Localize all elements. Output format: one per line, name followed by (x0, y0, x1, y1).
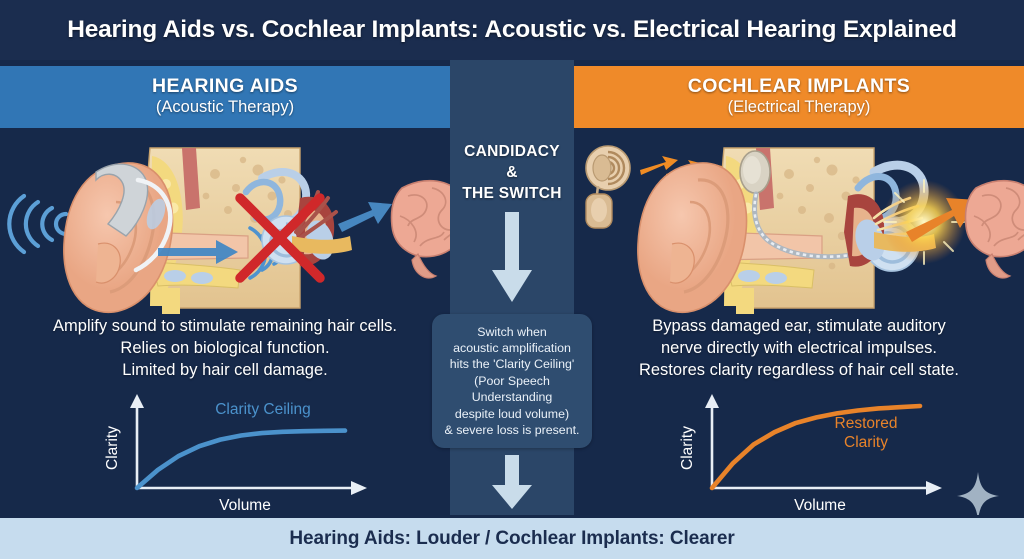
x-axis-arrowhead (926, 481, 942, 495)
switch-line-4: (Poor Speech (474, 373, 550, 388)
sound-waves-icon (7, 193, 69, 255)
candidacy-title-line-1: CANDIDACY (464, 143, 560, 160)
chart-xlabel: Volume (794, 497, 846, 514)
page-title: Hearing Aids vs. Cochlear Implants: Acou… (67, 16, 957, 43)
chart-axes (135, 400, 359, 490)
hearing-aids-desc-line-3: Limited by hair cell damage. (122, 360, 328, 379)
chart-curve (709, 403, 923, 491)
electrode-array-icon (752, 191, 861, 260)
switch-line-6: despite loud volume) (454, 406, 570, 421)
brain-icon (390, 179, 469, 279)
cochlear-implants-desc-line-3: Restores clarity regardless of hair cell… (638, 360, 960, 379)
hearing-aids-desc-line-1: Amplify sound to stimulate remaining hai… (53, 317, 397, 335)
ear-anatomy-icon (637, 162, 748, 314)
switch-arrow-top (490, 212, 534, 304)
internal-receiver-icon (739, 150, 771, 194)
brain-icon (964, 179, 1024, 279)
switch-criteria-text: Switch when acoustic amplification hits … (445, 324, 580, 439)
chart-series-label: Clarity Ceiling (215, 401, 311, 418)
hearing-aids-subheading: (Acoustic Therapy) (155, 98, 295, 117)
cochlear-implants-heading: COCHLEAR IMPLANTS (687, 75, 911, 98)
cochlear-implants-desc-line-2: nerve directly with electrical impulses. (660, 338, 937, 357)
y-axis-arrowhead (705, 394, 719, 408)
y-axis-arrowhead (130, 394, 144, 408)
hearing-aid-icon (95, 163, 173, 273)
switch-arrow-bottom (490, 455, 534, 511)
blue-arrow-icon (338, 202, 392, 232)
x-axis-arrowhead (351, 481, 367, 495)
poster-title-bar: Hearing Aids vs. Cochlear Implants: Acou… (0, 0, 1024, 60)
switch-line-7: & severe loss is present. (444, 422, 580, 437)
red-x-icon (235, 193, 325, 283)
footer-bar: Hearing Aids: Louder / Cochlear Implants… (0, 515, 1024, 559)
blue-amplified-arrow (158, 240, 238, 264)
chart-axes (710, 400, 934, 490)
cochlear-implants-description: Bypass damaged ear, stimulate auditory n… (579, 316, 1019, 382)
hearing-aids-description: Amplify sound to stimulate remaining hai… (5, 316, 445, 382)
orange-signal-arrow-icon (906, 198, 978, 242)
switch-line-2: acoustic amplification (453, 341, 571, 356)
hearing-aid-ear-illustration (0, 136, 469, 314)
switch-line-3: hits the 'Clarity Ceiling' (449, 357, 575, 372)
cochlear-implant-ear-illustration (574, 136, 1024, 314)
hearing-aids-header-band: HEARING AIDS (Acoustic Therapy) (0, 66, 450, 128)
cochlear-implants-desc-line-1: Bypass damaged ear, stimulate auditory (652, 317, 946, 335)
muscle-strip (182, 148, 200, 210)
clarity-ceiling-chart: Clarity Volume Clarity Ceiling (95, 392, 425, 516)
cochlear-implants-header-band: COCHLEAR IMPLANTS (Electrical Therapy) (574, 66, 1024, 128)
sound-processor-icon (585, 145, 631, 229)
candidacy-title: CANDIDACY & THE SWITCH (450, 142, 574, 205)
chart-curve (134, 428, 348, 491)
hearing-aids-desc-line-2: Relies on biological function. (120, 338, 330, 357)
chart-ylabel: Clarity (679, 426, 696, 470)
switch-line-5: Understanding (471, 390, 553, 405)
chart-ylabel: Clarity (104, 426, 121, 470)
chart-xlabel: Volume (219, 497, 271, 514)
sparkle-icon (955, 470, 1001, 522)
switch-line-1: Switch when (477, 324, 547, 339)
nerve-trunk (292, 236, 352, 254)
switch-criteria-box: Switch when acoustic amplification hits … (432, 314, 592, 448)
footer-text: Hearing Aids: Louder / Cochlear Implants… (289, 527, 735, 549)
cochlear-implants-subheading: (Electrical Therapy) (727, 98, 871, 117)
candidacy-title-line-3: THE SWITCH (462, 184, 562, 202)
hearing-aids-heading: HEARING AIDS (151, 75, 298, 98)
candidacy-title-line-2: & (506, 163, 518, 181)
